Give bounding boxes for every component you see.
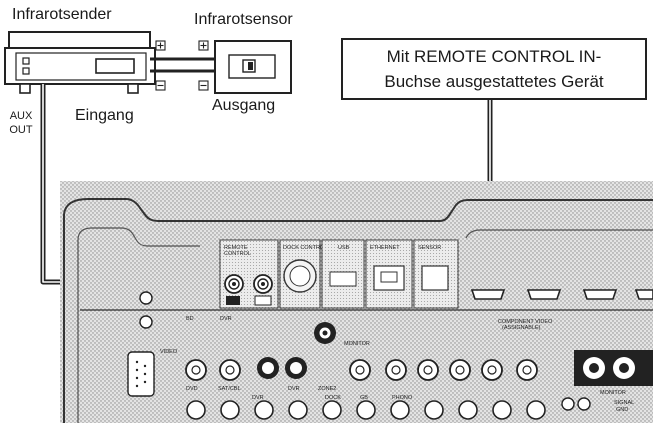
svg-text:DVD: DVD	[186, 386, 198, 392]
receiver-rear-panel: REMOTE CONTROL DOCK CONTROL USB ETHERNE	[60, 181, 653, 423]
aux-out-label: AUX OUT	[6, 109, 36, 137]
svg-text:COMPONENT VIDEO: COMPONENT VIDEO	[498, 319, 553, 325]
svg-text:REMOTE: REMOTE	[224, 245, 248, 251]
svg-text:SENSOR: SENSOR	[418, 245, 441, 251]
svg-text:DVR: DVR	[252, 395, 264, 401]
aux-out-label-line1: AUX	[9, 110, 33, 122]
svg-text:DOCK CONTROL: DOCK CONTROL	[283, 245, 327, 251]
svg-text:PHONO: PHONO	[392, 395, 413, 401]
svg-text:GND: GND	[616, 407, 628, 413]
ir-emitter-label: Infrarotsender	[12, 6, 112, 23]
svg-text:MONITOR: MONITOR	[600, 390, 626, 396]
svg-text:USB: USB	[338, 245, 350, 251]
svg-text:DVR: DVR	[288, 386, 300, 392]
svg-text:VIDEO: VIDEO	[160, 349, 178, 355]
output-label: Ausgang	[212, 97, 276, 114]
remote-control-in-device-callout: Mit REMOTE CONTROL IN- Buchse ausgestatt…	[341, 38, 647, 100]
aux-out-label-line2: OUT	[9, 124, 33, 136]
callout-line2: Buchse ausgestattetes Gerät	[384, 72, 604, 91]
svg-text:MONITOR: MONITOR	[344, 341, 370, 347]
svg-text:(ASSIGNABLE): (ASSIGNABLE)	[502, 325, 541, 331]
svg-text:SIGNAL: SIGNAL	[614, 400, 634, 406]
svg-text:DOCK: DOCK	[325, 395, 341, 401]
svg-text:BD: BD	[186, 316, 194, 322]
svg-text:ETHERNET: ETHERNET	[370, 245, 400, 251]
svg-text:GB: GB	[360, 395, 368, 401]
svg-text:CONTROL: CONTROL	[224, 251, 251, 257]
svg-text:SAT/CBL: SAT/CBL	[218, 386, 241, 392]
ir-cable	[150, 57, 215, 73]
svg-text:DVR: DVR	[220, 316, 232, 322]
polarity-markers	[155, 40, 209, 91]
svg-text:ZONE2: ZONE2	[318, 386, 336, 392]
callout-line1: Mit REMOTE CONTROL IN-	[386, 47, 602, 66]
input-label: Eingang	[75, 107, 134, 124]
ir-emitter-device	[4, 31, 156, 94]
ir-sensor-device	[214, 40, 292, 94]
ir-sensor-label: Infrarotsensor	[194, 11, 293, 28]
